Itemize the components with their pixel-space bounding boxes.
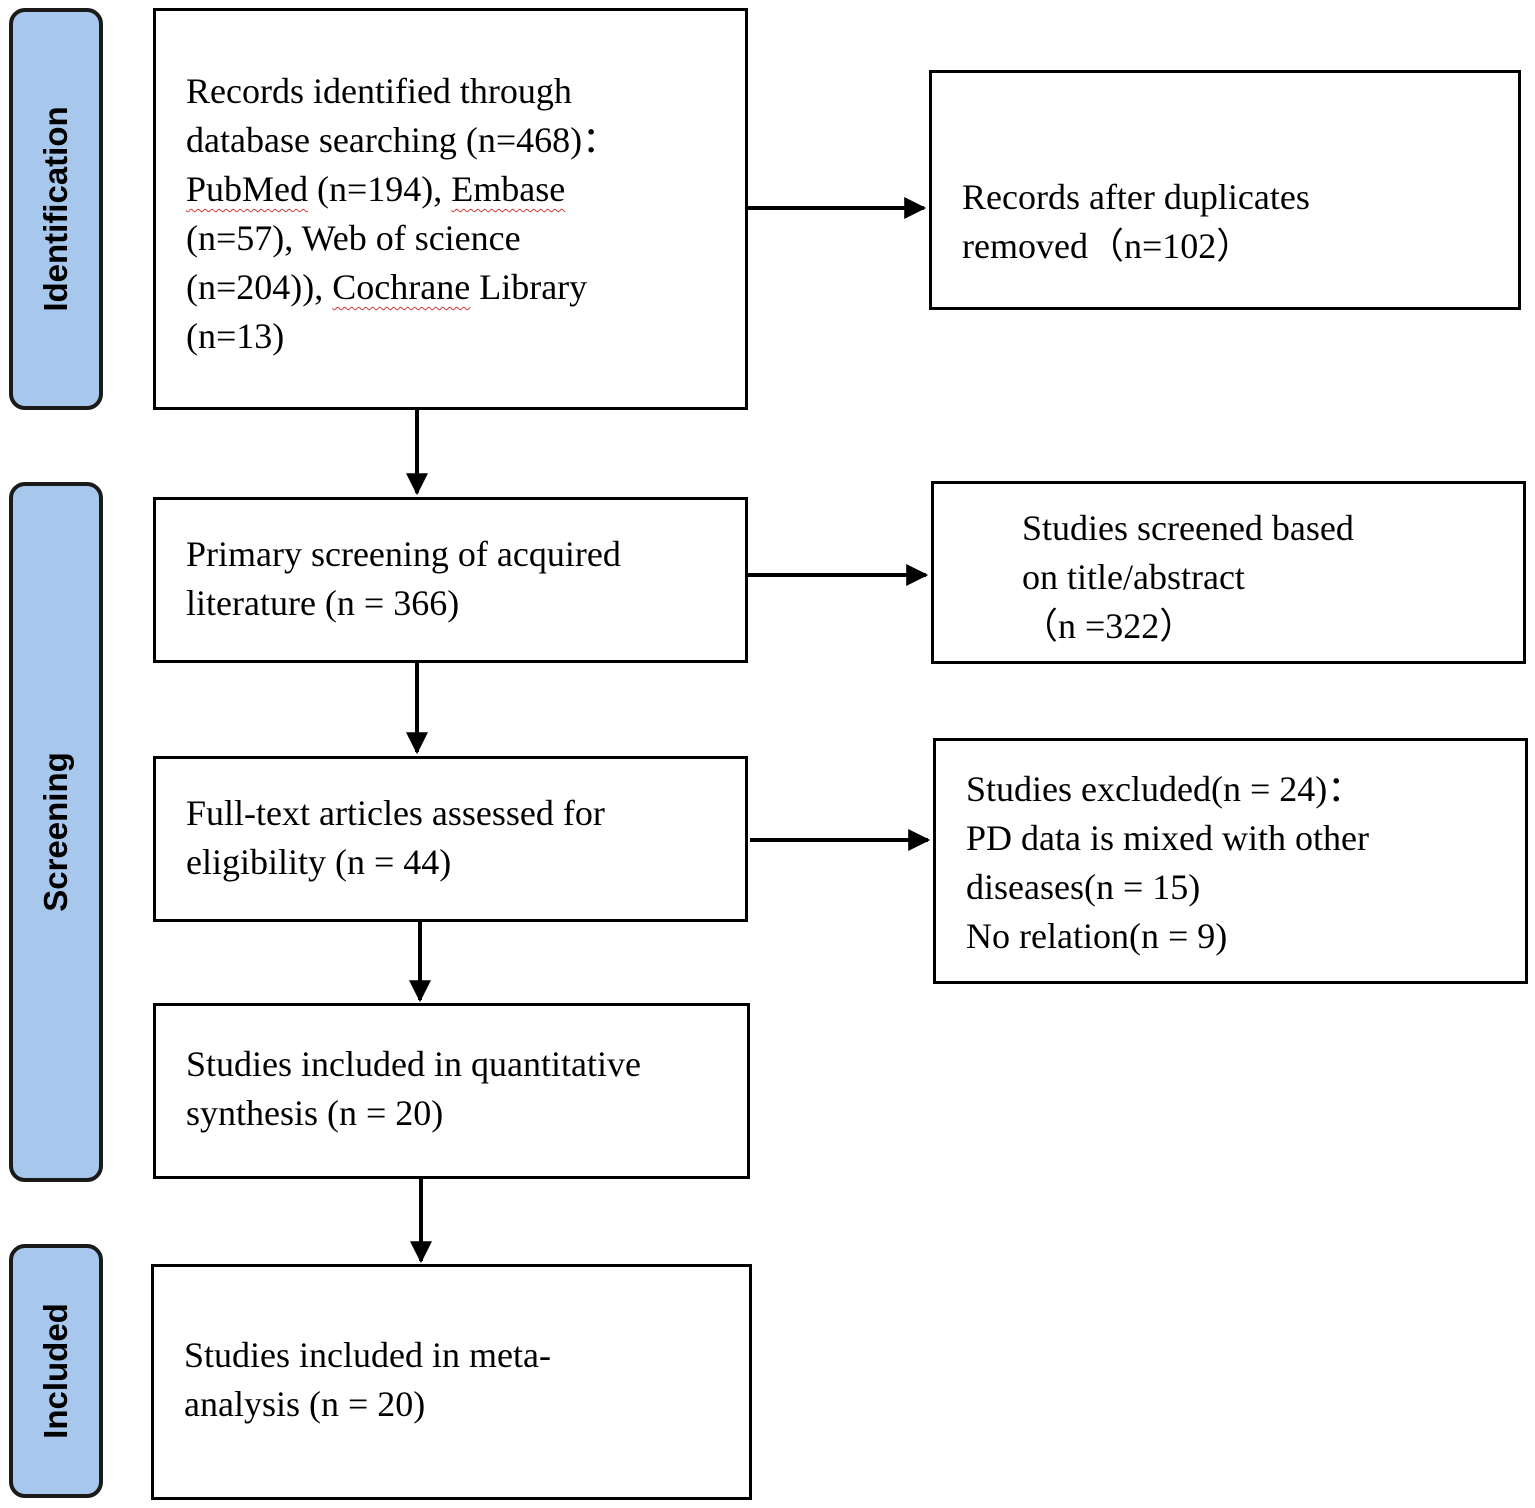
title-abstract-screened-box: Studies screened based on title/abstract… xyxy=(931,481,1526,664)
box-line: Full-text articles assessed for xyxy=(186,793,605,833)
box-line: on title/abstract xyxy=(1022,556,1245,597)
stage-screening: Screening xyxy=(9,482,103,1182)
stage-identification: Identification xyxy=(9,8,103,410)
source-cochrane-suffix: Library xyxy=(470,266,588,307)
primary-screening-box: Primary screening of acquired literature… xyxy=(153,497,748,663)
box-line: eligibility (n = 44) xyxy=(186,841,452,882)
box-line: No relation(n = 9) xyxy=(966,915,1228,956)
box-line: diseases(n = 15) xyxy=(966,866,1201,907)
quantitative-synthesis-box: Studies included in quantitative synthes… xyxy=(153,1003,750,1179)
box-line: Studies included in quantitative xyxy=(186,1044,641,1084)
records-identified-box: Records identified through database sear… xyxy=(153,8,748,410)
source-cochrane: Cochrane xyxy=(332,266,471,307)
box-line: removed（n=102） xyxy=(962,225,1253,266)
box-line: synthesis (n = 20) xyxy=(186,1092,444,1133)
box-line: database searching (n=468)： xyxy=(186,119,619,160)
box-line: Primary screening of acquired xyxy=(186,534,621,574)
source-web-of-science-count: (n=204)), xyxy=(186,266,333,307)
box-line: (n=204)), Cochrane Library xyxy=(186,263,735,312)
box-line: （n =322） xyxy=(1022,605,1196,646)
full-text-box: Full-text articles assessed for eligibil… xyxy=(153,756,748,922)
box-line: PD data is mixed with other xyxy=(966,817,1369,858)
source-pubmed: PubMed xyxy=(186,168,309,209)
duplicates-removed-box: Records after duplicates removed（n=102） xyxy=(929,70,1521,310)
meta-analysis-box: Studies included in meta- analysis (n = … xyxy=(151,1264,752,1500)
box-line: literature (n = 366) xyxy=(186,582,460,623)
source-embase: Embase xyxy=(451,168,566,209)
stage-included: Included xyxy=(9,1244,103,1498)
studies-excluded-box: Studies excluded(n = 24)： PD data is mix… xyxy=(933,738,1528,984)
source-pubmed-count: (n=194), xyxy=(308,168,452,209)
box-line: (n=57), Web of science xyxy=(186,217,521,258)
box-line: Studies excluded(n = 24)： xyxy=(966,769,1364,809)
box-line: (n=13) xyxy=(186,315,285,356)
box-line: PubMed (n=194), Embase xyxy=(186,165,735,214)
box-line: Studies included in meta- xyxy=(184,1335,551,1375)
box-line: Studies screened based xyxy=(1022,508,1354,548)
box-line: Records after duplicates xyxy=(962,177,1310,217)
box-line: analysis (n = 20) xyxy=(184,1383,426,1424)
box-line: Records identified through xyxy=(186,71,572,111)
